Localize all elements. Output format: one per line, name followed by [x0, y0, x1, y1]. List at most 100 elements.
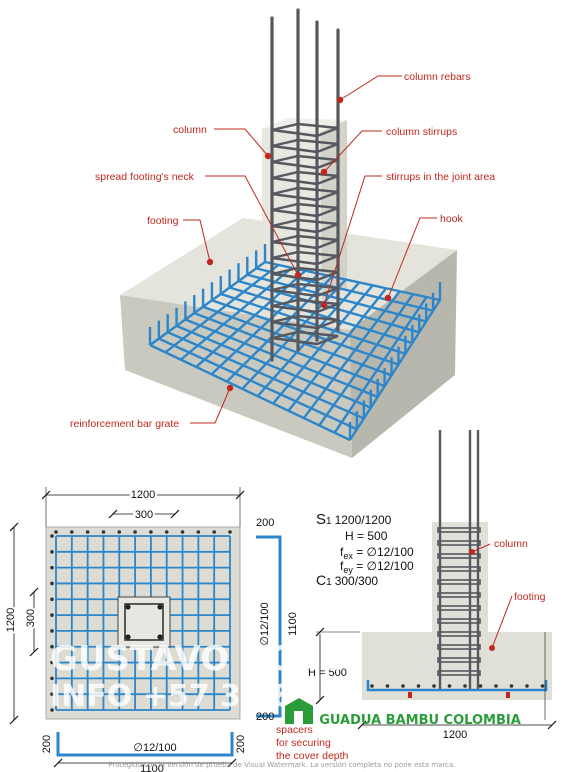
grate-bar — [229, 286, 413, 345]
bar-end — [50, 708, 54, 712]
bar-end — [196, 530, 201, 534]
grate-bar — [348, 299, 442, 441]
bar-diameter: ∅12/100 — [259, 602, 271, 645]
bar-end — [50, 676, 54, 681]
watermark: GUSTAVO ACHE INFO +57 31 8 AGRO VEGETAL … — [50, 639, 521, 769]
grate-bar — [210, 272, 320, 376]
bar-end — [540, 684, 545, 688]
stirrup — [271, 282, 339, 298]
grate-bar — [164, 263, 280, 354]
stirrup — [437, 605, 481, 611]
label-hook: hook — [440, 213, 464, 225]
section-bar-ends — [370, 684, 545, 688]
brand-top: AGRO VEGETAL — [383, 698, 477, 711]
bar-hook-left: 200 — [41, 735, 53, 753]
grate-bar — [158, 337, 358, 431]
bar-leg-top: 200 — [256, 517, 274, 529]
spec-fex: fex = ∅12/100 — [340, 545, 414, 561]
grate-bar — [318, 293, 415, 427]
bar-bottom-length: 1100 — [140, 763, 164, 772]
spec-fey: fey = ∅12/100 — [340, 559, 414, 575]
bar-end — [85, 530, 90, 534]
brand-logo-icon — [285, 698, 313, 724]
stirrup — [271, 154, 339, 170]
stirrup — [437, 553, 481, 559]
label-grate: reinforcement bar grate — [70, 418, 179, 430]
stirrup — [437, 566, 481, 572]
bar-end — [401, 684, 405, 688]
plan-height: 1200 — [5, 608, 17, 632]
stirrup — [437, 670, 481, 676]
grate-bar — [226, 275, 334, 383]
bar-schedule: 200 1100 ∅12/100 200 200 200 ∅12/100 110… — [41, 517, 299, 772]
column-stirrups-group — [271, 122, 339, 346]
bar-end — [164, 530, 169, 534]
stirrup — [437, 644, 481, 650]
stirrup — [437, 618, 481, 624]
bar-end — [525, 684, 529, 688]
bar-end — [50, 581, 54, 586]
bar-end — [50, 550, 54, 554]
bar-end — [50, 613, 54, 617]
bar-end — [509, 684, 514, 688]
bar-leg-bottom: 200 — [256, 711, 274, 723]
plan-column-height: 300 — [25, 609, 37, 627]
bar-end — [463, 684, 467, 688]
bar-hook-right: 200 — [235, 735, 247, 753]
bar-end — [447, 684, 452, 688]
grate-bar — [149, 343, 351, 442]
grate-bar — [256, 281, 361, 397]
section-view: H = 500 1200 column footing spacers for … — [276, 430, 557, 762]
bar-end — [117, 530, 122, 534]
stirrup — [437, 657, 481, 663]
label-joint-stirrups: stirrups in the joint area — [386, 171, 495, 183]
bar-end — [101, 530, 106, 534]
spacers-line3: the cover depth — [276, 750, 349, 762]
stirrup — [437, 579, 481, 585]
bar-end — [478, 684, 483, 688]
bar-end — [133, 530, 137, 534]
plan-rebar-ends — [50, 530, 232, 712]
section-label-column: column — [494, 538, 528, 550]
section-label-footing: footing — [514, 591, 546, 603]
stirrup — [271, 122, 339, 138]
label-neck: spread footing's neck — [95, 171, 195, 183]
stirrup — [271, 234, 339, 250]
stirrup — [271, 250, 339, 266]
grate-bar — [287, 287, 388, 412]
bar-end — [416, 684, 421, 688]
bar-end — [54, 530, 58, 534]
stirrup — [437, 631, 481, 637]
stirrup — [271, 298, 339, 314]
bar-end — [50, 692, 54, 696]
bar-shape-horizontal — [56, 732, 234, 757]
bar-end — [50, 644, 54, 649]
stirrup — [271, 170, 339, 186]
spec-h: H = 500 — [345, 529, 388, 543]
bar-shape-vertical — [256, 535, 282, 718]
watermark-line2: INFO +57 31 8 — [50, 679, 293, 714]
bar-end — [494, 684, 498, 688]
grate-bar — [220, 292, 406, 355]
bar-end — [180, 530, 185, 534]
bar-end — [50, 597, 54, 602]
section-h-label: H = 500 — [308, 667, 347, 679]
bar-end — [50, 629, 54, 633]
grate-bar — [193, 311, 386, 388]
label-column-stirrups: column stirrups — [386, 126, 457, 138]
stirrup — [271, 218, 339, 234]
bar-end — [50, 660, 54, 665]
label-column: column — [173, 124, 207, 136]
grate-bar — [176, 324, 372, 409]
grate-bar — [184, 318, 379, 399]
bar-end — [50, 565, 54, 570]
stirrup — [271, 266, 339, 282]
bar-end — [228, 530, 232, 534]
grate-bar — [272, 284, 374, 405]
stirrup — [271, 186, 339, 202]
plan-view: 1200 300 1200 300 — [3, 487, 245, 725]
plan-column-width: 300 — [135, 509, 153, 521]
